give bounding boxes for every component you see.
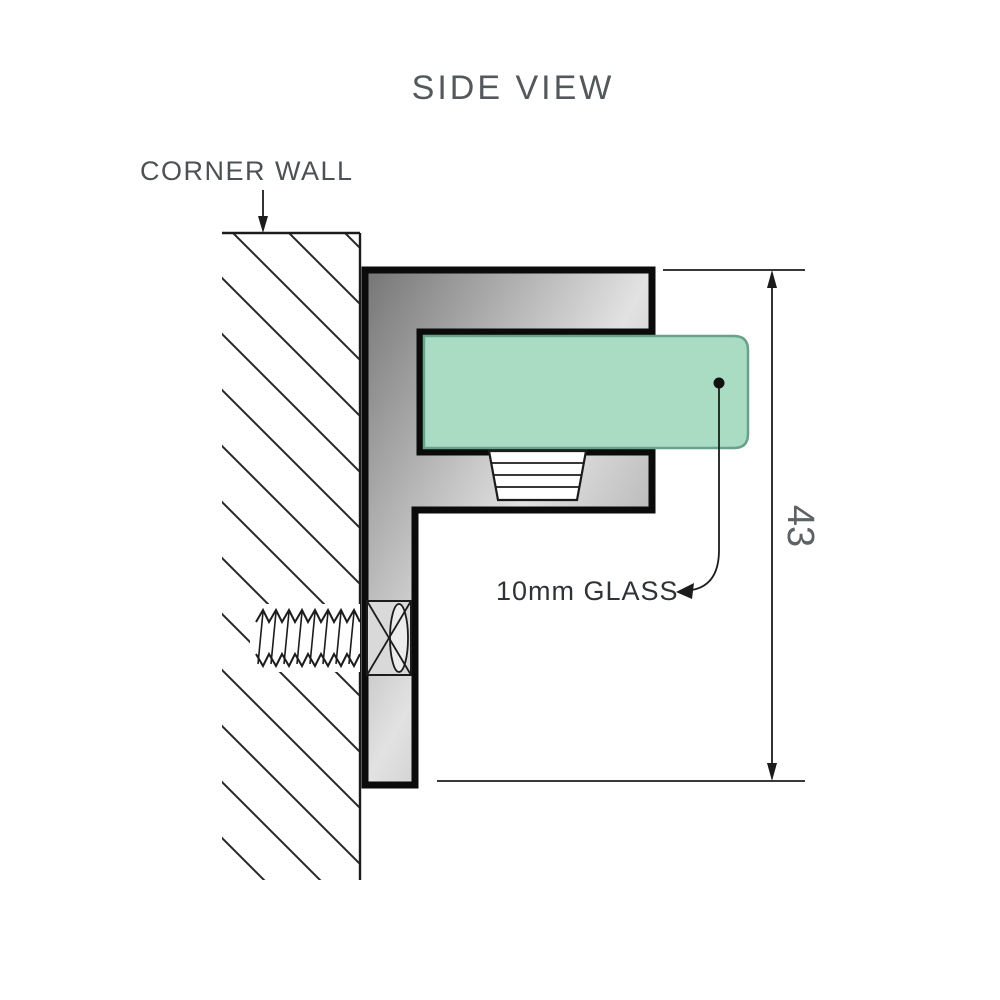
- bracket-profile: [361, 266, 656, 789]
- screw-thread-helix: [257, 611, 355, 665]
- glass-panel: [422, 334, 750, 450]
- gasket-thread-lines: [492, 462, 584, 488]
- mounting-screw: [250, 600, 412, 676]
- diagram-title: SIDE VIEW: [412, 69, 615, 107]
- wall: [222, 231, 362, 880]
- dimension-arrow-up-icon: [767, 270, 777, 288]
- corner-wall-callout: CORNER WALL: [140, 156, 354, 233]
- leader-dot: [713, 377, 725, 389]
- dimension-value: 43: [779, 505, 821, 547]
- leader-line: [691, 388, 720, 591]
- screw-head-lens: [389, 603, 409, 673]
- screw-head-cross: [366, 600, 412, 676]
- screw-thread-top: [255, 607, 361, 625]
- height-dimension: 43: [437, 269, 821, 782]
- wall-hatching: [222, 234, 360, 880]
- dimension-arrow-down-icon: [767, 763, 777, 781]
- glass-callout: 10mm GLASS: [496, 377, 725, 606]
- corner-wall-label: CORNER WALL: [140, 156, 354, 186]
- glass-label: 10mm GLASS: [496, 576, 679, 606]
- leader-arrow-icon: [676, 583, 694, 599]
- screw-thread-bottom: [255, 651, 361, 669]
- gasket-screw: [487, 449, 588, 502]
- down-arrow-icon: [258, 216, 268, 233]
